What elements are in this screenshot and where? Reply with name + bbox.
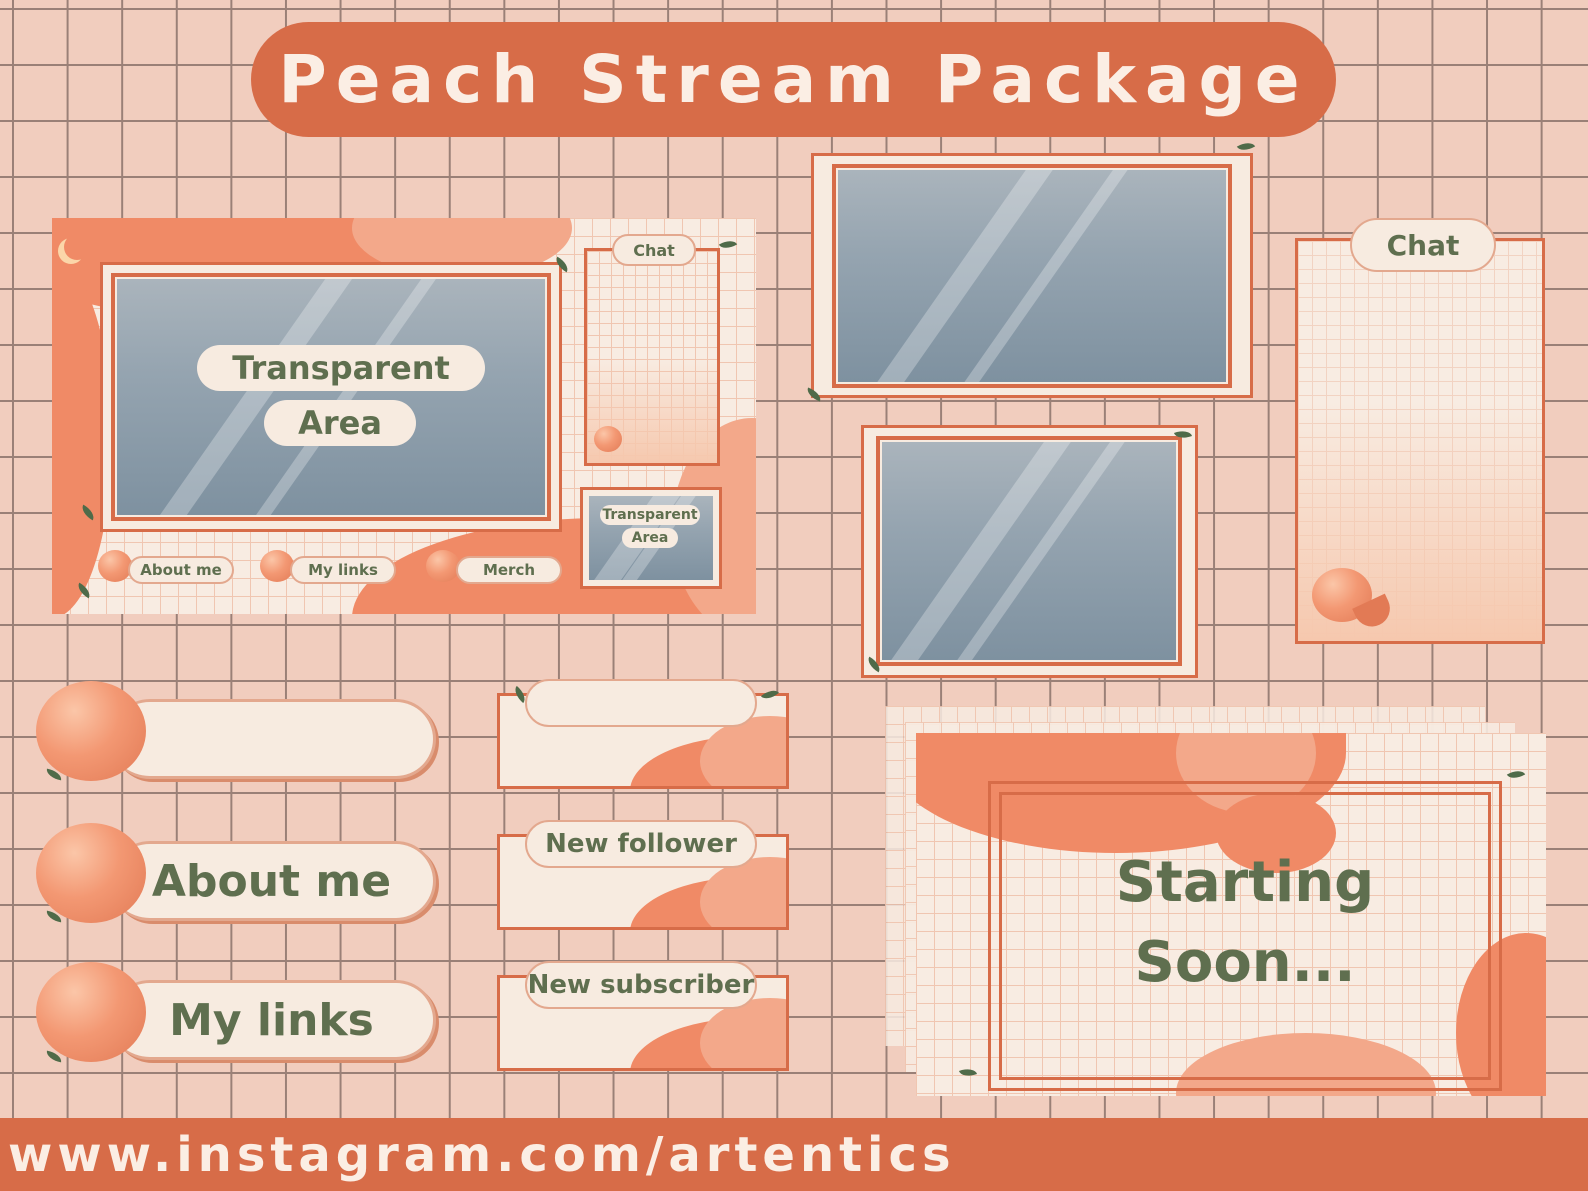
peach-icon — [36, 681, 146, 781]
starting-soon-line1: Starting — [1115, 850, 1375, 915]
peach-icon — [426, 550, 460, 582]
peach-icon — [36, 823, 146, 923]
alert-blank-label — [525, 679, 757, 727]
main-cam-transparent-area — [117, 279, 545, 515]
panel-button-blank — [110, 699, 436, 779]
preview-small-cam-label: Transparent — [600, 505, 700, 525]
preview-panel-about-me: About me — [128, 556, 234, 584]
webcam-frame-medium — [861, 425, 1198, 678]
page-title: Peach Stream Package — [251, 22, 1336, 137]
starting-soon-line2: Soon... — [1134, 930, 1356, 995]
preview-panel-merch: Merch — [456, 556, 562, 584]
main-cam-frame — [100, 262, 562, 532]
panel-button-my-links: My links — [110, 980, 436, 1060]
panel-button-about-me: About me — [110, 841, 436, 921]
transparent-area-label: Transparent — [197, 345, 485, 391]
preview-small-cam-label-line2: Area — [622, 528, 678, 548]
preview-chat-label: Chat — [612, 234, 696, 266]
moon-icon — [64, 234, 90, 260]
transparent-area-label-line2: Area — [264, 400, 416, 446]
alert-new-follower-label: New follower — [525, 820, 757, 868]
peach-icon — [98, 550, 132, 582]
webcam-frame-large — [811, 153, 1253, 398]
peach-icon — [594, 426, 622, 452]
starting-screen-inner-frame — [988, 781, 1502, 1091]
chat-panel-label: Chat — [1350, 218, 1496, 272]
footer-url: www.instagram.com/artentics — [0, 1118, 1588, 1191]
preview-panel-my-links: My links — [290, 556, 396, 584]
peach-icon — [260, 550, 294, 582]
peach-icon — [36, 962, 146, 1062]
alert-new-subscriber-label: New subscriber — [525, 961, 757, 1009]
